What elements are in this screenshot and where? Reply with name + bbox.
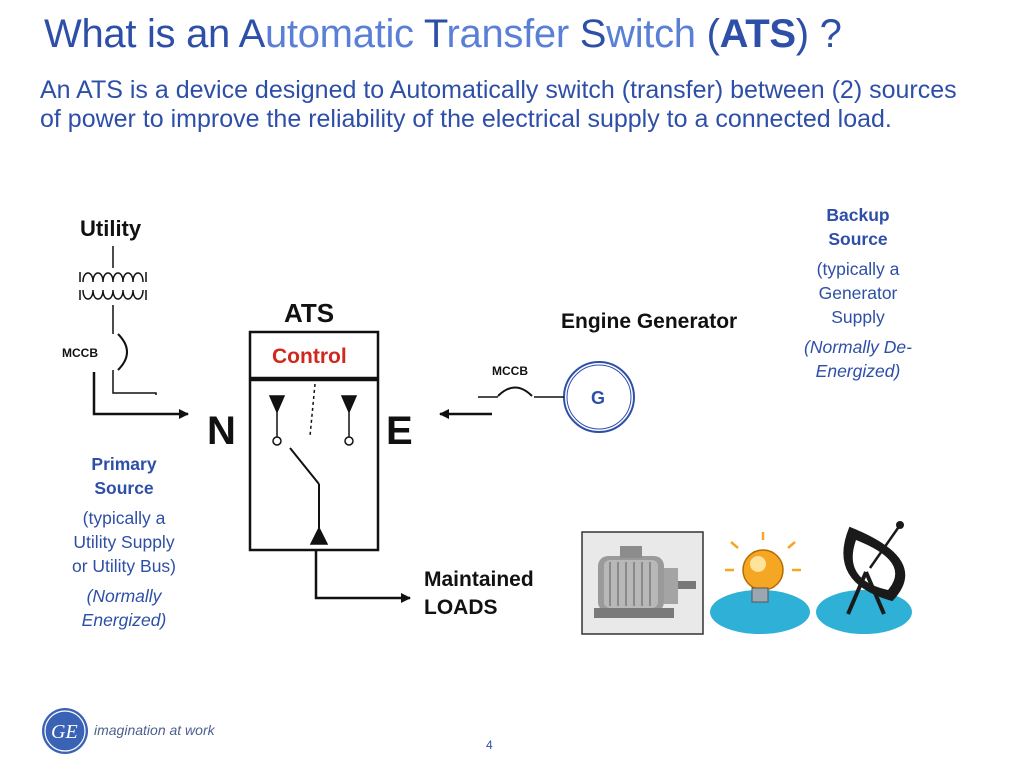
primary-arrow — [92, 372, 189, 419]
primary-source-state-line2: Energized) — [81, 610, 167, 630]
primary-source-state-line1: (Normally — [86, 586, 162, 606]
title-part: S — [579, 12, 607, 56]
engine-generator-label: Engine Generator — [561, 310, 737, 333]
title-part: witch — [606, 12, 696, 56]
backup-source-desc-line2: Generator — [818, 283, 898, 303]
mccb-right-label: MCCB — [492, 364, 528, 378]
n-label: N — [207, 409, 236, 453]
backup-source-state-line2: Energized) — [815, 361, 901, 381]
title-part: ATS — [719, 12, 796, 56]
title-part: ( — [695, 12, 720, 56]
primary-source-desc-line1: (typically a — [82, 508, 166, 528]
title-part: ) ? — [795, 12, 842, 56]
motor-image — [581, 531, 704, 635]
tagline: imagination at work — [94, 722, 215, 738]
generator-inner-circle — [566, 364, 632, 430]
title-part: utomatic — [264, 12, 424, 56]
slide-subtitle: An ATS is a device designed to Automatic… — [40, 76, 957, 133]
title-part: T — [423, 12, 447, 56]
slide-title: What is an Automatic Transfer Switch (AT… — [44, 12, 842, 57]
transfer-switch-contacts — [268, 383, 358, 545]
generator-symbol: G — [591, 388, 605, 408]
primary-source-desc-line3: or Utility Bus) — [71, 556, 177, 576]
satellite-dish-icon — [816, 521, 912, 634]
light-bulb-icon — [710, 532, 810, 634]
backup-source-desc-line1: (typically a — [816, 259, 900, 279]
primary-source-desc-line2: Utility Supply — [73, 532, 175, 552]
title-part: What is an — [44, 12, 239, 56]
e-label: E — [386, 409, 413, 453]
primary-source-note: Primary Source (typically a Utility Supp… — [52, 452, 196, 632]
primary-source-heading-line2: Source — [94, 478, 154, 498]
backup-source-heading-line1: Backup — [826, 205, 890, 225]
loads-label-line1: Maintained — [424, 568, 534, 591]
backup-source-heading-line2: Source — [828, 229, 888, 249]
loads-arrow — [314, 550, 411, 603]
page-number: 4 — [486, 738, 493, 752]
backup-source-state-line1: (Normally De- — [804, 337, 912, 357]
backup-source-note: Backup Source (typically a Generator Sup… — [782, 203, 934, 383]
mccb-right-symbol — [497, 386, 533, 397]
loads-label-line2: LOADS — [424, 596, 498, 619]
transformer-icon — [79, 272, 147, 300]
utility-feed-lower — [112, 370, 157, 395]
title-part: ransfer — [446, 12, 580, 56]
backup-source-desc-line3: Supply — [831, 307, 885, 327]
title-part: A — [238, 12, 266, 56]
ge-logo-text: GE — [51, 721, 78, 743]
control-label: Control — [272, 345, 347, 368]
ge-logo-icon: GE — [42, 708, 88, 754]
ats-label: ATS — [284, 298, 334, 328]
mccb-left-label: MCCB — [62, 346, 98, 360]
mccb-left-symbol — [117, 333, 128, 371]
control-box — [248, 330, 380, 380]
ats-switch-box — [248, 378, 380, 552]
utility-label: Utility — [80, 216, 142, 241]
primary-source-heading-line1: Primary — [91, 454, 157, 474]
